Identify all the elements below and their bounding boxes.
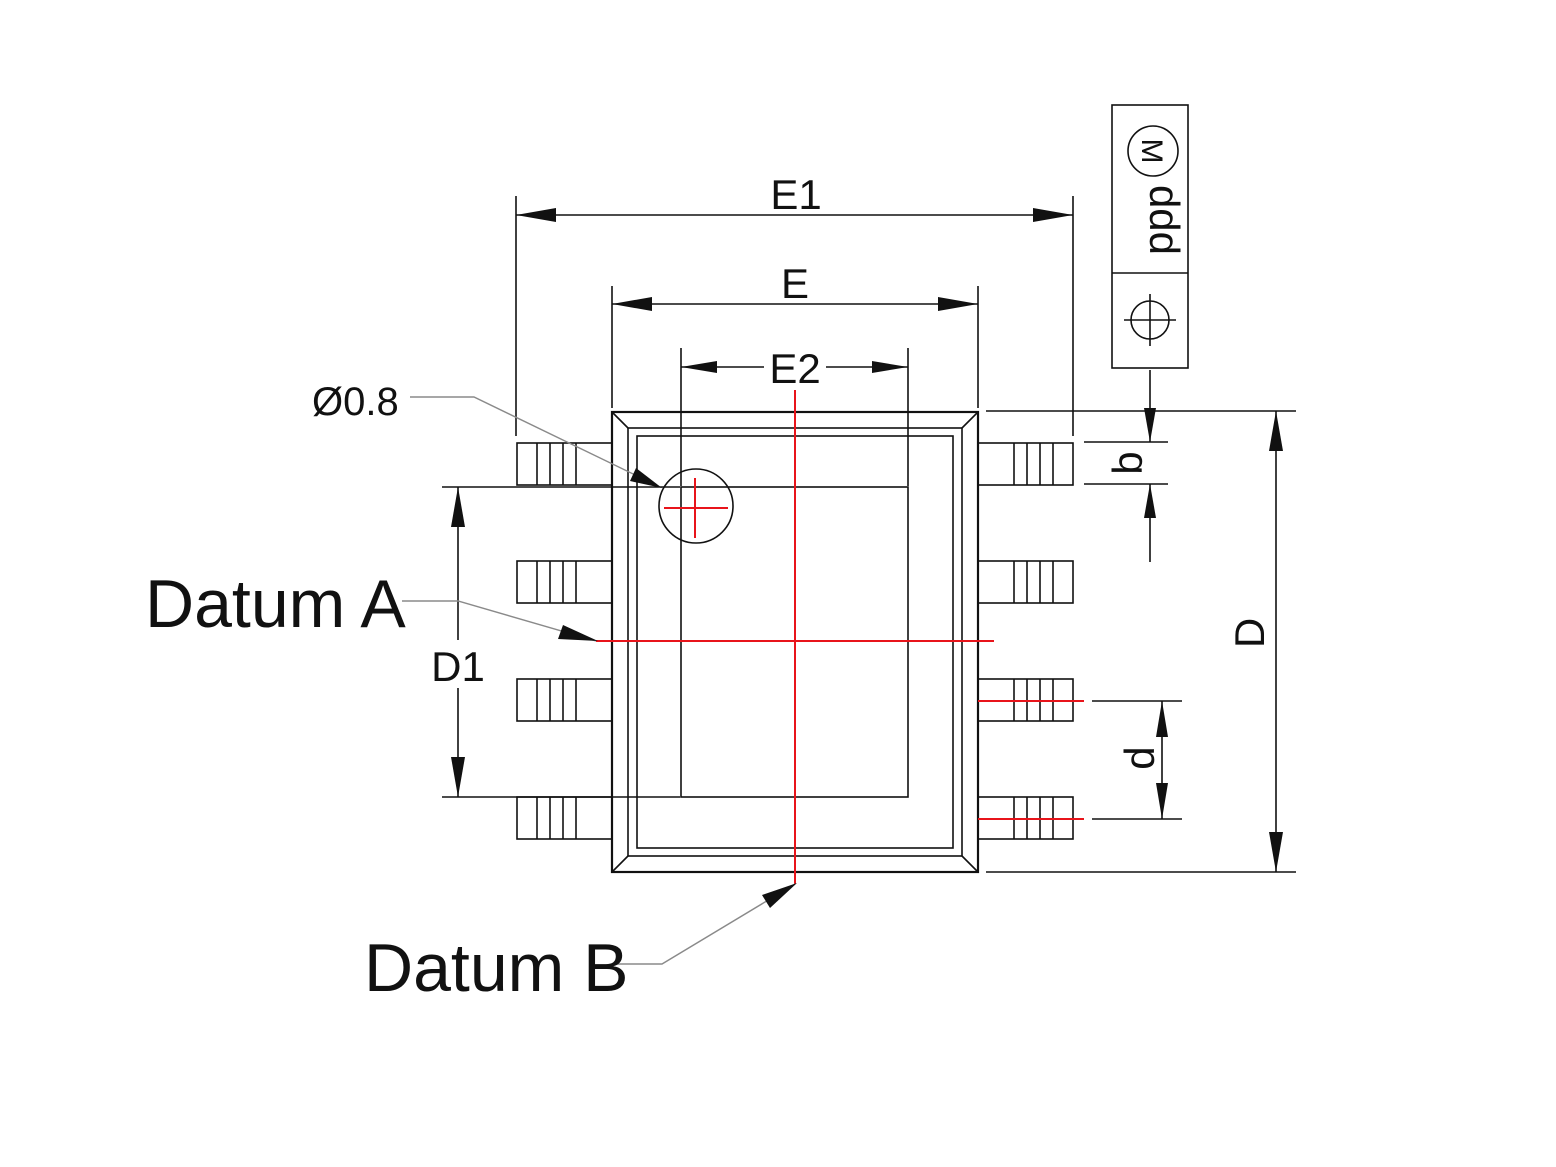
hole-callout-label: Ø0.8 bbox=[312, 380, 399, 424]
pin-left-3 bbox=[516, 678, 613, 722]
dimension-e1: E1 bbox=[515, 171, 1074, 436]
dimension-d: D bbox=[986, 410, 1296, 873]
datum-a-callout: Datum A bbox=[145, 566, 598, 642]
dimension-e2-label: E2 bbox=[769, 345, 820, 392]
dimension-b-label: b bbox=[1104, 451, 1151, 474]
dimension-d1: D1 bbox=[428, 486, 680, 798]
dimension-e-label: E bbox=[781, 260, 809, 307]
tolerance-modifier: M bbox=[1135, 139, 1168, 164]
datum-centerlines bbox=[596, 390, 994, 884]
datum-a-label: Datum A bbox=[145, 566, 406, 642]
pin-left-2 bbox=[516, 560, 613, 604]
max-material-modifier-icon: M bbox=[1127, 125, 1179, 177]
tolerance-frame-box bbox=[1111, 104, 1189, 369]
pin-left-4 bbox=[516, 796, 613, 840]
tolerance-value: ddd bbox=[1141, 185, 1188, 255]
pin-left-1 bbox=[516, 442, 613, 486]
pin-right-2 bbox=[977, 560, 1074, 604]
position-icon bbox=[1124, 294, 1176, 346]
dimension-e: E bbox=[611, 260, 979, 408]
datum-b-callout: Datum B bbox=[364, 883, 797, 1006]
tolerance-frame: ddd M bbox=[1111, 104, 1189, 369]
dimension-e1-label: E1 bbox=[770, 171, 821, 218]
dimension-pitch: d bbox=[1092, 700, 1182, 820]
hole-callout: Ø0.8 bbox=[312, 380, 662, 488]
datum-b-label: Datum B bbox=[364, 930, 629, 1006]
dimension-d1-label: D1 bbox=[431, 643, 485, 690]
pin1-hole-marker bbox=[658, 468, 734, 544]
pin-right-1 bbox=[977, 442, 1074, 486]
dimension-pitch-label: d bbox=[1116, 746, 1163, 769]
dimension-e2: E2 bbox=[680, 345, 909, 486]
dimension-d-label: D bbox=[1226, 618, 1273, 648]
pin1-hole-circle bbox=[658, 468, 734, 544]
dimension-b: b bbox=[1084, 370, 1168, 562]
pins-right bbox=[977, 442, 1084, 840]
